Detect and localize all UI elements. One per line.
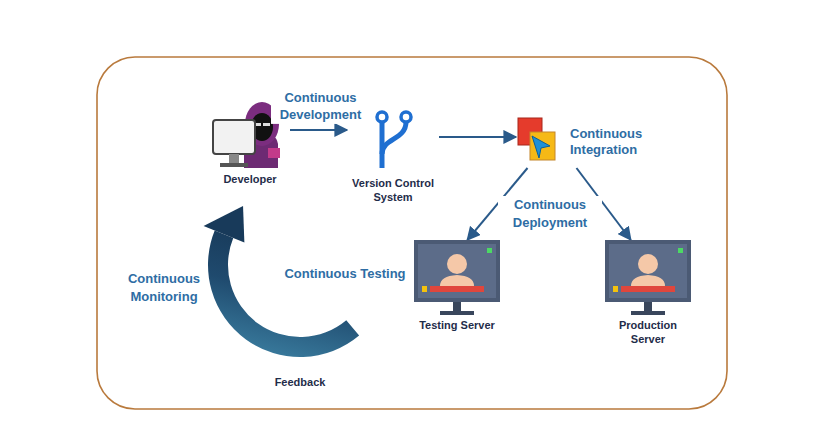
node-label: Version Control System bbox=[347, 177, 439, 205]
server-node: Production Server bbox=[605, 240, 691, 347]
node-icon bbox=[516, 116, 558, 168]
node-label: Production Server bbox=[612, 319, 684, 347]
node-icon bbox=[368, 108, 418, 174]
node-icon bbox=[414, 240, 500, 316]
stage-label: Continuous Monitoring bbox=[120, 270, 208, 305]
node-label: Testing Server bbox=[419, 319, 495, 333]
node-icon bbox=[605, 240, 691, 316]
edge-label: Continuous Development bbox=[271, 89, 371, 124]
feedback-arrowhead bbox=[204, 206, 245, 243]
node-label: Developer bbox=[223, 173, 276, 187]
stage-label: Continuous Deployment bbox=[498, 196, 602, 231]
flow-arrow bbox=[439, 136, 516, 138]
feedback-band bbox=[208, 231, 359, 357]
feedback-label: Feedback bbox=[258, 375, 342, 390]
outer-frame bbox=[97, 57, 727, 409]
stage-label: Continuous Testing bbox=[278, 265, 412, 283]
flow-arrow bbox=[290, 129, 347, 131]
node-label: Continuous Integration bbox=[570, 126, 660, 159]
ci-node: Continuous Integration bbox=[516, 116, 660, 168]
server-node: Testing Server bbox=[414, 240, 500, 333]
